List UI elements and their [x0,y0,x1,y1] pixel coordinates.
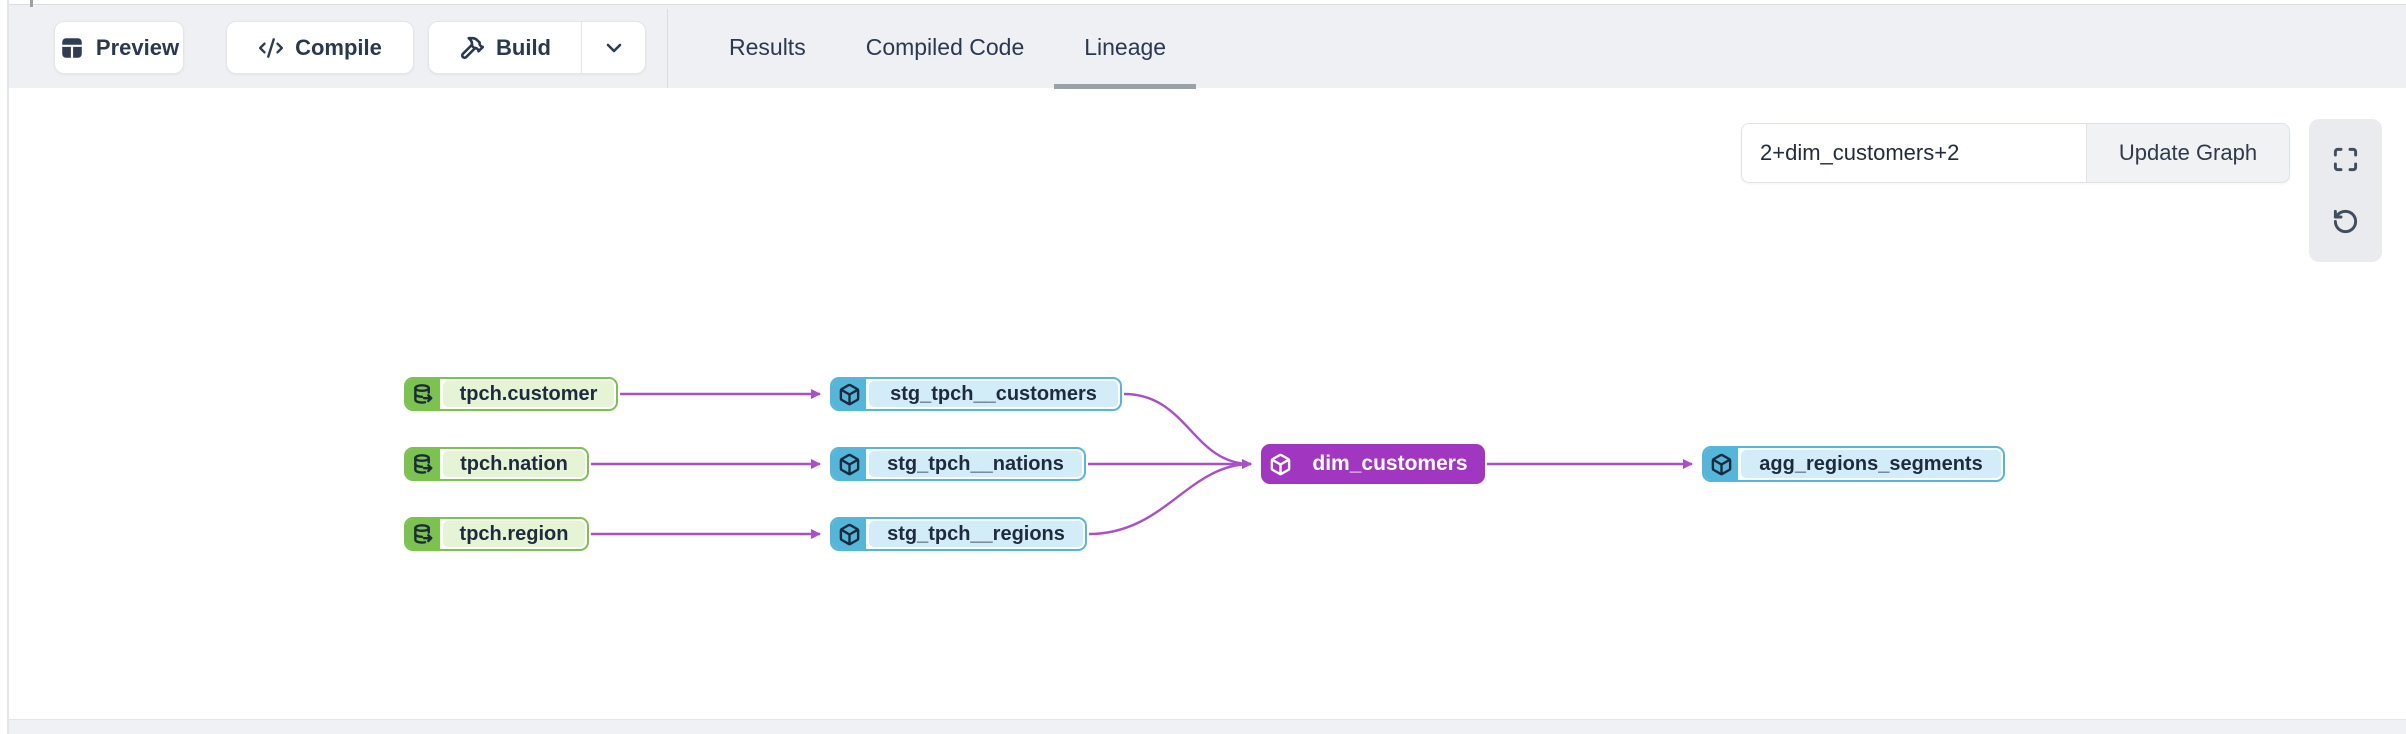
cube-icon [832,449,866,479]
cube-icon [1704,448,1738,480]
node-label: stg_tpch__regions [869,521,1083,547]
rotate-ccw-icon [2332,208,2359,235]
graph-controls-panel [2309,119,2382,262]
update-graph-button[interactable]: Update Graph [2086,123,2290,183]
left-pane-divider [0,0,9,734]
tab-compiled-code[interactable]: Compiled Code [836,5,1055,89]
table-icon [59,35,85,61]
code-icon [258,35,284,61]
preview-button-label: Preview [95,34,180,60]
cube-icon [832,379,866,409]
bottom-status-strip [9,719,2406,734]
pane-divider-artifact [30,0,33,7]
build-button-label: Build [496,34,551,60]
tab-compiled-code-label: Compiled Code [865,33,1025,60]
reset-graph-button[interactable] [2326,201,2366,241]
database-icon [406,519,440,549]
tab-results-label: Results [729,33,806,60]
node-label: tpch.customer [443,381,614,407]
lineage-selector-input[interactable] [1741,123,2086,183]
fullscreen-button[interactable] [2326,140,2366,180]
node-label: tpch.nation [443,451,585,477]
lineage-selector-group: Update Graph [1741,123,2290,183]
build-button-group: Build [428,21,646,74]
node-label: stg_tpch__customers [869,381,1118,407]
build-button[interactable]: Build [429,22,581,73]
cube-icon [832,519,866,549]
lineage-node-stg-tpch-customers[interactable]: stg_tpch__customers [830,377,1122,411]
tab-lineage-label: Lineage [1084,33,1167,60]
node-label: agg_regions_segments [1741,450,2001,478]
fullscreen-icon [2332,146,2359,173]
toolbar-divider [667,9,668,88]
lineage-node-stg-tpch-regions[interactable]: stg_tpch__regions [830,517,1087,551]
node-label: dim_customers [1297,446,1483,482]
compile-button-label: Compile [295,34,382,60]
lineage-node-tpch-region[interactable]: tpch.region [404,517,589,551]
node-label: tpch.region [443,521,585,547]
build-dropdown-button[interactable] [581,22,645,73]
lineage-node-tpch-customer[interactable]: tpch.customer [404,377,618,411]
lineage-node-stg-tpch-nations[interactable]: stg_tpch__nations [830,447,1086,481]
compile-button[interactable]: Compile [226,21,414,74]
tab-results[interactable]: Results [699,5,836,89]
tab-lineage[interactable]: Lineage [1054,5,1196,89]
database-icon [406,449,440,479]
database-icon [406,379,440,409]
chevron-down-icon [602,36,626,60]
ide-toolbar: Preview Compile Build Results Compiled C… [9,4,2406,89]
node-label: stg_tpch__nations [869,451,1082,477]
hammer-icon [459,35,485,61]
lineage-node-agg-regions-segments[interactable]: agg_regions_segments [1702,446,2005,482]
preview-button[interactable]: Preview [54,21,184,74]
lineage-node-tpch-nation[interactable]: tpch.nation [404,447,589,481]
lineage-node-dim-customers[interactable]: dim_customers [1261,444,1485,484]
result-tabs: Results Compiled Code Lineage [699,5,1196,89]
cube-icon [1263,446,1297,482]
